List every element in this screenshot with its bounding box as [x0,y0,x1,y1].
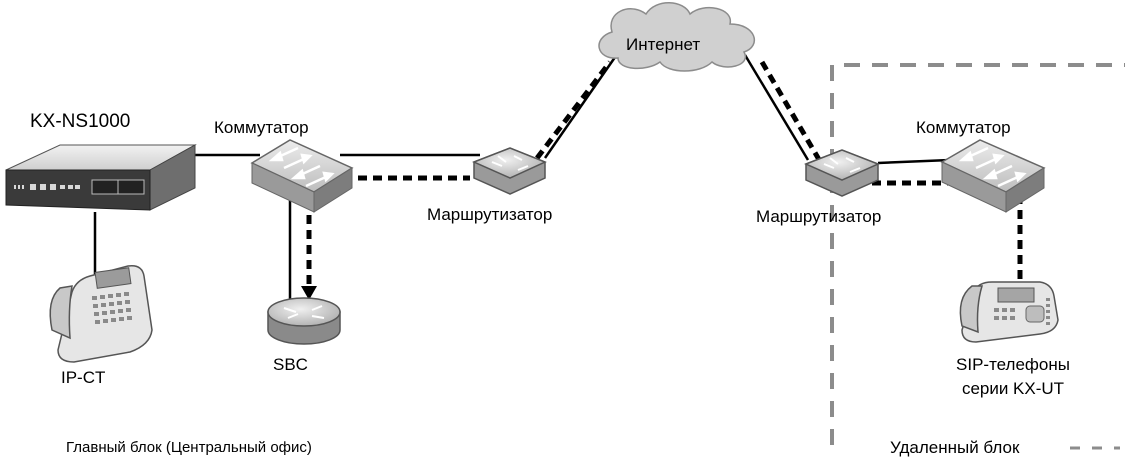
desk-phone-icon-sip [959,281,1059,343]
internet-label: Интернет [626,35,701,54]
solid-links [93,49,951,302]
dotted-links [306,60,1023,290]
desk-phone-icon-ipct [49,264,153,363]
main-site-label: Главный блок (Центральный офис) [66,439,312,456]
pbx-label: KX-NS1000 [30,111,131,132]
internet-cloud-icon [598,2,755,72]
remote-router-label: Маршрутизатор [756,207,882,226]
sbc-label: SBC [273,355,308,374]
dotted-arrow-head [301,286,317,300]
ipct-label: IP-CT [61,368,106,387]
remote-site-boundary [830,63,1125,445]
sbc-router-icon [267,297,341,345]
sip-phones-label-line1: SIP-телефоны [956,355,1070,374]
router-icon-main [472,147,547,195]
network-switch-icon-remote [940,139,1046,213]
remote-switch-label: Коммутатор [916,118,1011,137]
router-icon-remote [804,149,880,197]
pbx-unit-icon [5,144,197,211]
remote-site-label: Удаленный блок [890,438,1020,457]
sip-phones-label-line2: серии KX-UT [961,379,1065,398]
network-switch-icon-main [250,139,354,213]
main-switch-label: Коммутатор [214,118,309,137]
main-router-label: Маршрутизатор [427,205,553,224]
